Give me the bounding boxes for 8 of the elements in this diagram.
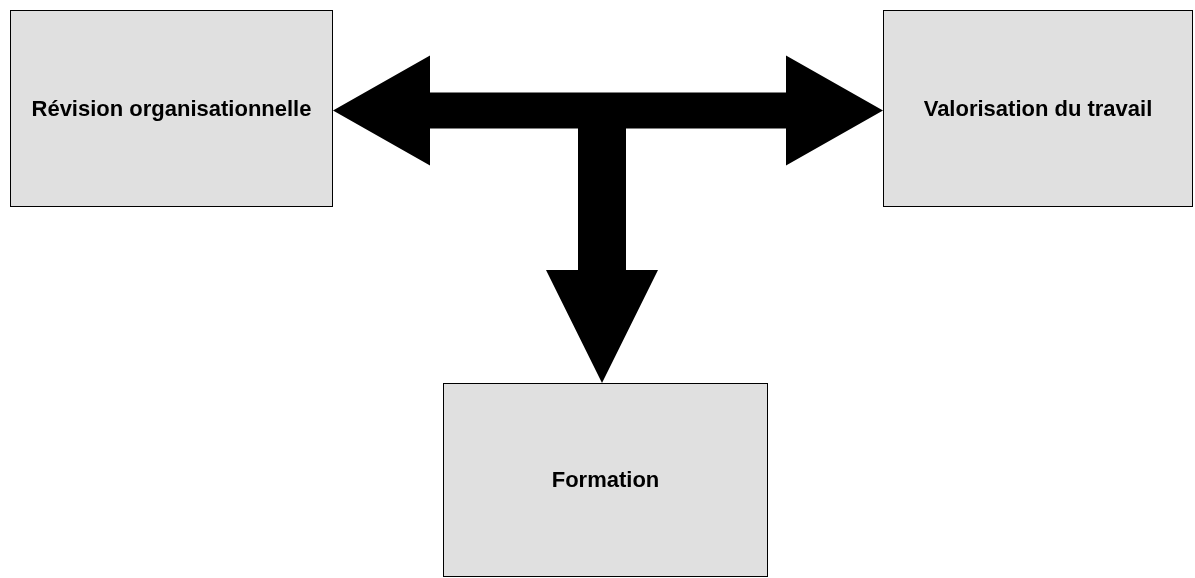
block-arrow	[333, 55, 883, 166]
process-box	[10, 10, 333, 207]
block-arrow	[546, 128, 658, 383]
process-box	[883, 10, 1193, 207]
box-label: Formation	[551, 466, 660, 494]
process-box	[443, 383, 768, 577]
box-label: Révision organisationnelle	[31, 94, 312, 123]
box-label: Valorisation du travail	[923, 94, 1153, 123]
